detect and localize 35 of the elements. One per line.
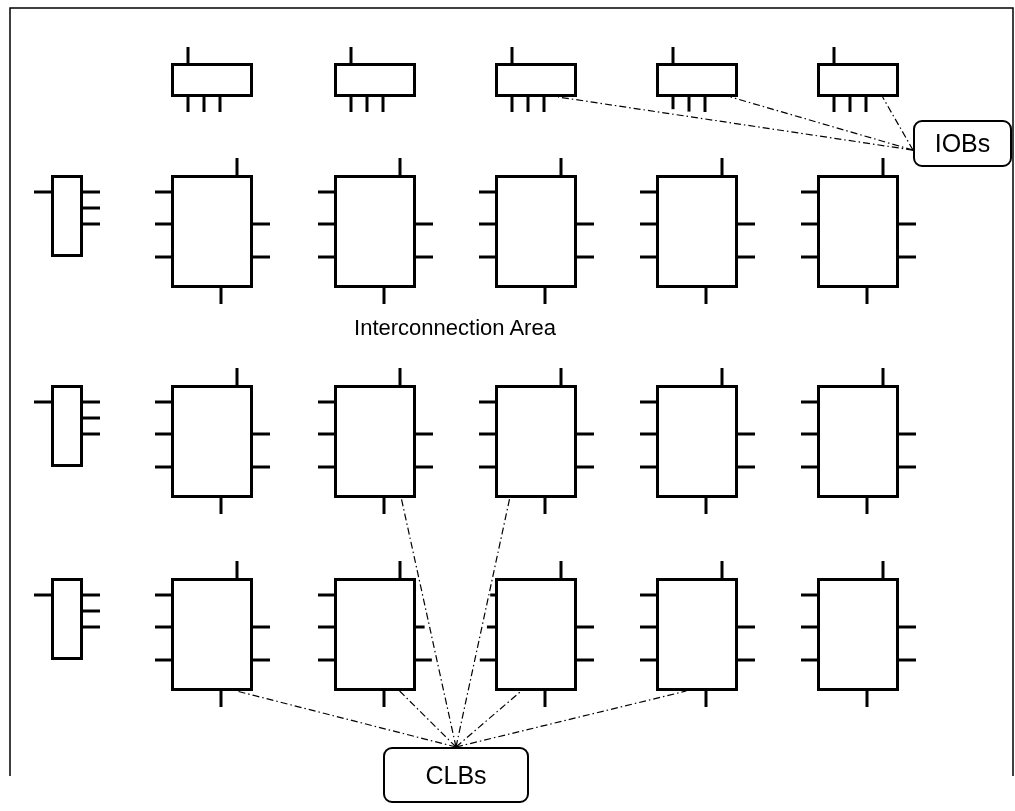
io-block — [495, 63, 577, 97]
callout-label: CLBs — [425, 760, 487, 790]
logic-block — [656, 175, 738, 288]
io-block — [171, 63, 253, 97]
logic-block — [334, 385, 416, 498]
leader-line — [455, 690, 522, 748]
logic-block — [171, 578, 253, 691]
logic-block — [495, 385, 577, 498]
callout-box — [383, 747, 529, 803]
logic-block — [334, 175, 416, 288]
io-block — [51, 175, 83, 257]
logic-block — [656, 578, 738, 691]
logic-block — [171, 385, 253, 498]
leader-line — [400, 497, 457, 748]
logic-block — [817, 385, 899, 498]
area-label: Interconnection Area — [354, 315, 556, 341]
leader-line — [455, 690, 687, 748]
logic-block — [171, 175, 253, 288]
logic-block — [495, 578, 577, 691]
logic-block — [817, 175, 899, 288]
io-block — [51, 385, 83, 467]
io-block — [334, 63, 416, 97]
io-block — [51, 578, 83, 660]
io-block — [817, 63, 899, 97]
leader-line — [399, 690, 457, 748]
io-block — [656, 63, 738, 97]
leader-line — [455, 497, 511, 748]
logic-block — [817, 578, 899, 691]
callout-label: IOBs — [934, 129, 991, 158]
callout-box — [913, 120, 1012, 167]
logic-block — [334, 578, 416, 691]
logic-block — [656, 385, 738, 498]
logic-block — [495, 175, 577, 288]
leader-line — [236, 690, 457, 748]
leader-line — [882, 96, 914, 151]
